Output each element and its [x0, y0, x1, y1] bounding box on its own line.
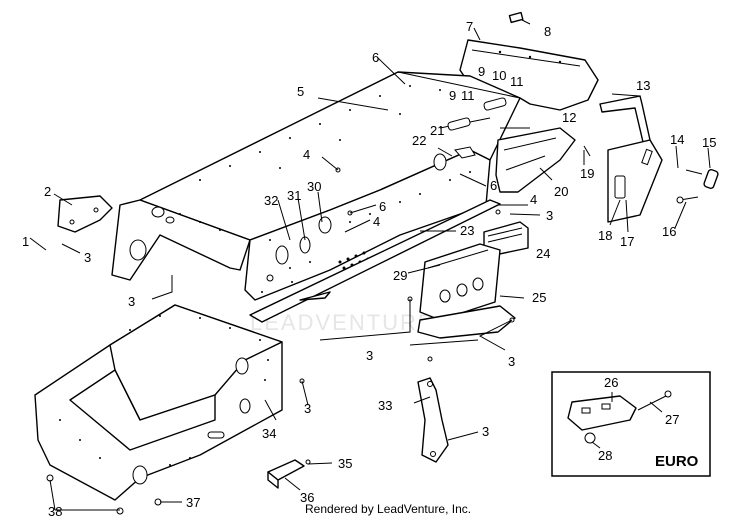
rivet-pattern [179, 85, 471, 293]
callout-35: 35 [338, 456, 352, 471]
callout-5: 5 [297, 84, 304, 99]
callout-3: 3 [84, 250, 91, 265]
callout-3c: 3 [546, 208, 553, 223]
callout-24: 24 [536, 246, 550, 261]
part-bracket-36 [267, 459, 305, 489]
callout-32: 32 [264, 193, 278, 208]
callout-labels: 1 2 3 3 5 6 7 8 9 10 11 9 11 12 13 14 15… [22, 19, 716, 519]
callout-37: 37 [186, 495, 200, 510]
part-bolt-19 [583, 145, 591, 157]
callout-26: 26 [604, 375, 618, 390]
callout-29: 29 [393, 268, 407, 283]
part-engine-mount [419, 243, 501, 321]
callout-4b: 4 [373, 214, 380, 229]
part-bolt-16 [676, 196, 699, 204]
callout-3g: 3 [482, 424, 489, 439]
callout-16: 16 [662, 224, 676, 239]
part-handle [599, 95, 651, 143]
callout-6a: 6 [372, 50, 379, 65]
callout-7: 7 [466, 19, 473, 34]
callout-19: 19 [580, 166, 594, 181]
part-bracket-33 [417, 377, 449, 463]
callout-4c: 4 [530, 192, 537, 207]
rivet-pattern-pan [59, 315, 269, 466]
callout-3b: 3 [128, 294, 135, 309]
euro-inset [551, 371, 711, 477]
callout-3e: 3 [508, 354, 515, 369]
callout-4a: 4 [303, 147, 310, 162]
footer-credit: Rendered by LeadVenture, Inc. [305, 502, 471, 516]
part-bolt-8 [508, 11, 524, 24]
callout-31: 31 [287, 188, 301, 203]
callout-15: 15 [702, 135, 716, 150]
callout-2: 2 [44, 184, 51, 199]
callout-3f: 3 [304, 401, 311, 416]
callout-18: 18 [598, 228, 612, 243]
callout-3d: 3 [366, 348, 373, 363]
watermark: LEADVENTURE [250, 310, 435, 335]
callout-30: 30 [307, 179, 321, 194]
callout-27: 27 [665, 412, 679, 427]
callout-28: 28 [598, 448, 612, 463]
callout-11b: 11 [461, 88, 475, 103]
part-bracket-18 [607, 139, 663, 223]
callout-21: 21 [430, 123, 444, 138]
callout-13: 13 [636, 78, 650, 93]
part-skid-plate [417, 305, 516, 339]
callout-38: 38 [48, 504, 62, 519]
callout-11a: 11 [510, 74, 524, 89]
callout-6c: 6 [379, 199, 386, 214]
callout-14: 14 [670, 132, 684, 147]
callout-17: 17 [620, 234, 634, 249]
callout-22: 22 [412, 133, 426, 148]
part-knob-15 [685, 168, 719, 190]
callout-1: 1 [22, 234, 29, 249]
callout-9b: 9 [449, 88, 456, 103]
part-belly-pan [34, 304, 283, 501]
part-main-tunnel [111, 71, 521, 301]
callout-10: 10 [492, 68, 506, 83]
callout-25: 25 [532, 290, 546, 305]
callout-20: 20 [554, 184, 568, 199]
euro-label: EURO [655, 453, 699, 470]
callout-33: 33 [378, 398, 392, 413]
part-side-shroud [495, 127, 576, 193]
leader-lines [29, 19, 711, 511]
callout-23: 23 [460, 223, 474, 238]
callout-6b: 6 [490, 178, 497, 193]
callout-34: 34 [262, 426, 276, 441]
callout-12: 12 [562, 110, 576, 125]
callout-8: 8 [544, 24, 551, 39]
callout-36: 36 [300, 490, 314, 505]
callout-9a: 9 [478, 64, 485, 79]
